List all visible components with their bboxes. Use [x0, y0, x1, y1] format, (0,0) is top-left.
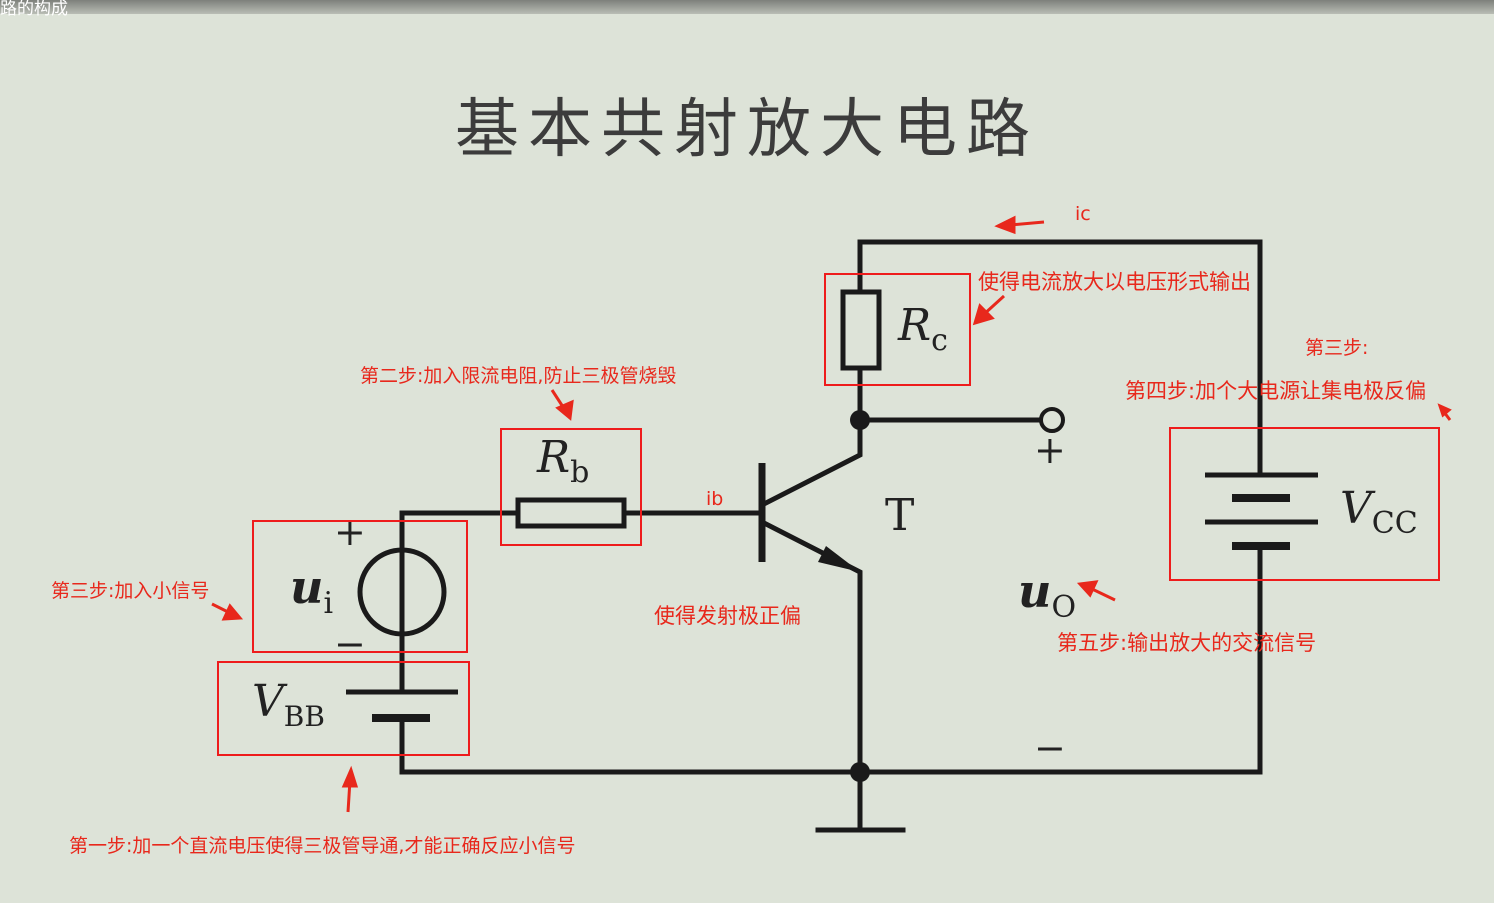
vcc-label: VCC: [1340, 483, 1418, 541]
step4-note: 第四步:加个大电源让集电极反偏: [1125, 379, 1427, 403]
rc-label-sub: c: [931, 322, 948, 358]
tab-title: 路的构成: [0, 0, 68, 19]
plus-output: +: [1034, 428, 1066, 472]
wire-top: [857, 239, 1263, 478]
output-terminal: [1039, 407, 1065, 433]
vbb-label-main: V: [252, 676, 284, 727]
plus-input: +: [334, 510, 366, 554]
transistor-label: T: [885, 490, 915, 541]
minus-input: −: [334, 622, 366, 666]
uo-label-sub: O: [1051, 590, 1077, 626]
step1-note: 第一步:加一个直流电压使得三极管导通,才能正确反应小信号: [69, 835, 576, 857]
rc-label: Rc: [898, 300, 948, 358]
ground-node: [850, 762, 870, 782]
rc-highlight-box: [824, 273, 971, 386]
ui-label-main: u: [290, 560, 324, 614]
vbb-highlight-box: [217, 661, 470, 756]
rb-highlight-box: [500, 428, 642, 546]
emitter-arrow: [818, 546, 860, 572]
ui-label-sub: i: [323, 586, 334, 622]
ui-label: ui: [290, 560, 333, 621]
wire-node-collector: [758, 415, 863, 509]
rc-note: 使得电流放大以电压形式输出: [978, 270, 1251, 294]
vcc-label-main: V: [1340, 483, 1372, 534]
step5-note: 第五步:输出放大的交流信号: [1057, 631, 1317, 655]
top-bar: 路的构成: [0, 0, 1494, 19]
vcc-label-sub: CC: [1371, 505, 1418, 541]
rb-label: Rb: [537, 432, 589, 490]
rb-resistor: [515, 497, 627, 529]
rb-label-main: R: [537, 432, 571, 483]
vcc-highlight-box: [1169, 427, 1440, 581]
ui-highlight-box: [252, 520, 468, 653]
collector-node: [850, 410, 870, 430]
step2-note: 第二步:加入限流电阻,防止三极管烧毁: [360, 365, 677, 387]
uo-label: uO: [1018, 564, 1076, 625]
rc-label-main: R: [898, 300, 932, 351]
minus-output: −: [1034, 726, 1066, 770]
ic-arrow: [1009, 220, 1045, 227]
uo-arrow: [1089, 586, 1116, 602]
step3-ui-note: 第三步:加入小信号: [51, 580, 210, 602]
step3-vcc-note: 第三步:: [1305, 337, 1369, 359]
rb-label-sub: b: [570, 454, 590, 490]
uo-label-main: u: [1018, 564, 1052, 618]
vbb-label-sub: BB: [283, 699, 325, 733]
page-title: 基本共射放大电路: [455, 93, 1039, 167]
ic-annotation: ic: [1075, 203, 1091, 225]
rc-resistor: [840, 289, 882, 371]
ib-annotation: ib: [706, 488, 724, 510]
vbb-label: VBB: [252, 676, 325, 733]
emitter-note: 使得发射极正偏: [654, 604, 801, 628]
wire-vcc-lower: [857, 545, 1263, 775]
